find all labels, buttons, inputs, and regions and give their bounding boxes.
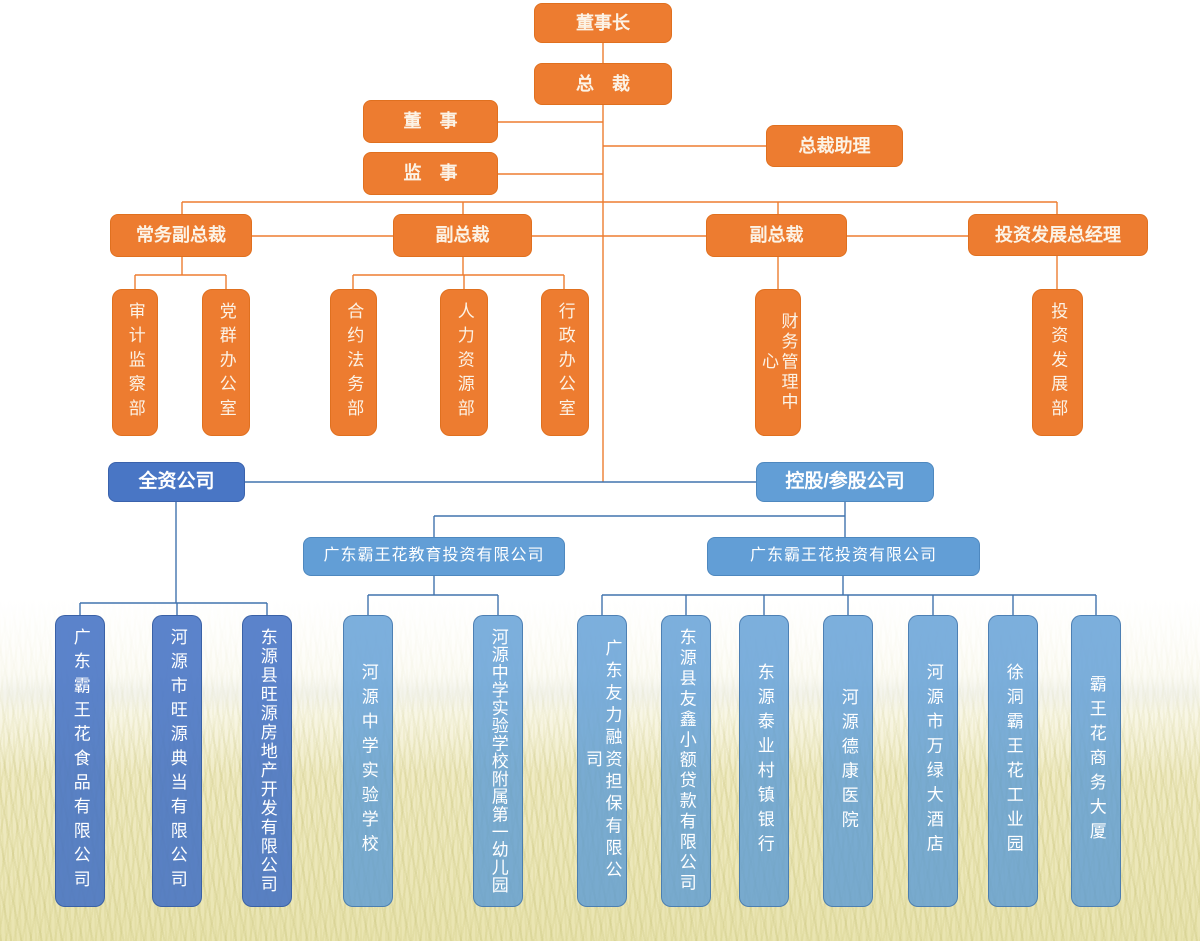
node-chairman: 董事长 (534, 3, 672, 43)
node-dept-admin: 行政办公室 (541, 289, 589, 436)
node-president-assistant: 总裁助理 (766, 125, 903, 167)
node-education-investment-co: 广东霸王花教育投资有限公司 (303, 537, 565, 576)
node-dept-legal: 合约法务部 (330, 289, 377, 436)
node-guarantee-co: 广东友力融资担保有限公司 (577, 615, 627, 907)
node-kindergarten: 河源中学实验学校附属第一幼儿园 (473, 615, 523, 907)
node-president: 总 裁 (534, 63, 672, 105)
node-supervisor: 监 事 (363, 152, 498, 195)
node-exec-standing-vp: 常务副总裁 (110, 214, 252, 257)
node-village-bank: 东源泰业村镇银行 (739, 615, 789, 907)
node-exec-vp-2: 副总裁 (706, 214, 847, 257)
node-investment-co: 广东霸王花投资有限公司 (707, 537, 980, 576)
node-company-food: 广东霸王花食品有限公司 (55, 615, 105, 907)
node-dept-finance: 财务管理中心 (755, 289, 801, 436)
node-dept-hr: 人力资源部 (440, 289, 488, 436)
node-dept-investment: 投资发展部 (1032, 289, 1083, 436)
node-wholly-owned-group: 全资公司 (108, 462, 245, 502)
node-exec-vp-1: 副总裁 (393, 214, 532, 257)
node-holding-group: 控股/参股公司 (756, 462, 934, 502)
node-exec-investment-gm: 投资发展总经理 (968, 214, 1148, 256)
node-dept-party: 党群办公室 (202, 289, 250, 436)
node-industrial-park: 徐洞霸王花工业园 (988, 615, 1038, 907)
node-hospital: 河源德康医院 (823, 615, 873, 907)
node-director: 董 事 (363, 100, 498, 143)
node-company-real-estate: 东源县旺源房地产开发有限公司 (242, 615, 292, 907)
node-company-pawn: 河源市旺源典当有限公司 (152, 615, 202, 907)
node-microloan-co: 东源县友鑫小额贷款有限公司 (661, 615, 711, 907)
node-business-tower: 霸王花商务大厦 (1071, 615, 1121, 907)
node-school: 河源中学实验学校 (343, 615, 393, 907)
node-hotel: 河源市万绿大酒店 (908, 615, 958, 907)
node-dept-audit: 审计监察部 (112, 289, 158, 436)
